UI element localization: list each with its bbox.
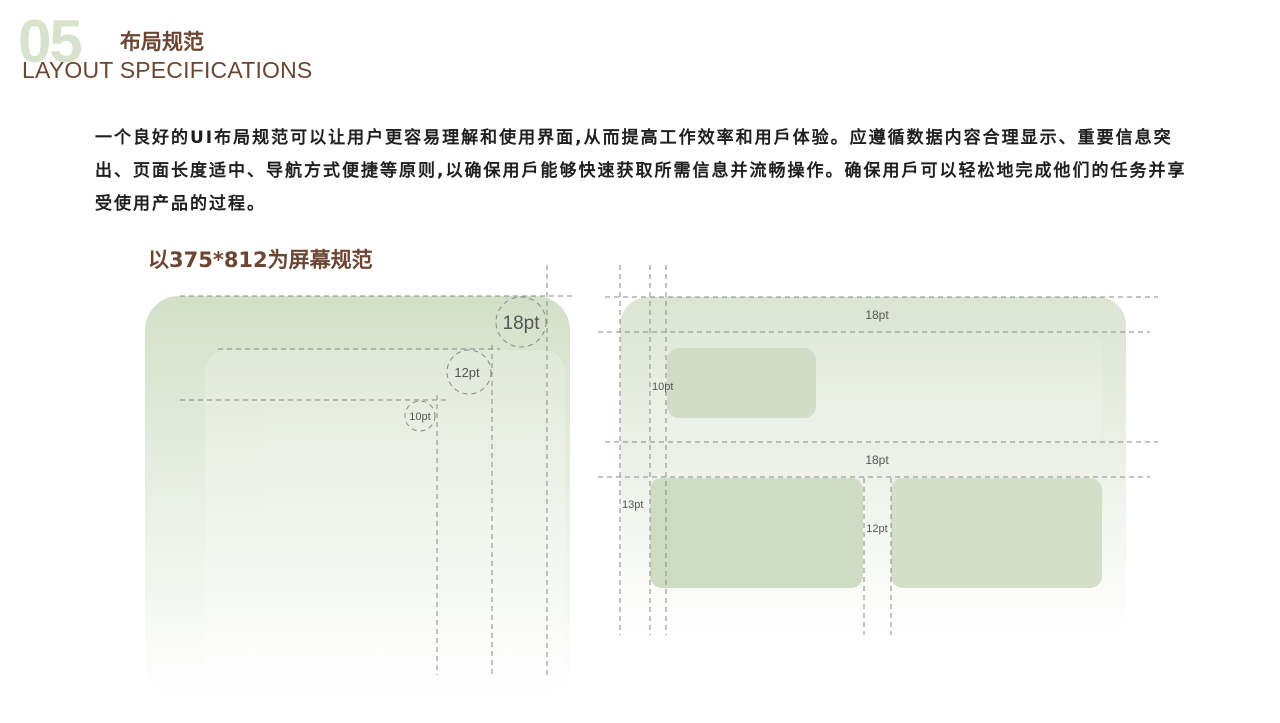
card-right [891,478,1102,588]
radius-circle-small [404,400,436,432]
spacing-label-section-gap: 18pt [865,453,889,467]
spacing-label-side: 13pt [622,499,643,511]
content-block [667,348,816,418]
section-number: 05 [18,8,83,75]
spacing-label-padding: 10pt [652,381,673,393]
radius-label-small: 10pt [409,411,430,423]
right-spacing-diagram: 18pt 10pt 18pt 13pt 12pt [598,265,1158,637]
radius-circle-large [495,296,547,348]
inner-card [265,400,565,690]
spacing-label-card-gap: 12pt [866,523,887,535]
radius-label-medium: 12pt [454,365,480,380]
section-title: 布局规范 [120,30,204,54]
intro-paragraph: 一个良好的UI布局规范可以让用户更容易理解和使用界面,从而提高工作效率和用戶体验… [95,128,1187,214]
screen-spec-label: 以375*812为屏幕规范 [148,248,373,272]
section-subtitle: LAYOUT SPECIFICATIONS [22,57,313,83]
card-left [650,478,863,588]
radius-circle-medium [446,349,492,395]
left-radius-diagram: 18pt 12pt 10pt [145,265,575,696]
spacing-label-top: 18pt [865,308,889,322]
radius-label-large: 18pt [503,313,541,334]
